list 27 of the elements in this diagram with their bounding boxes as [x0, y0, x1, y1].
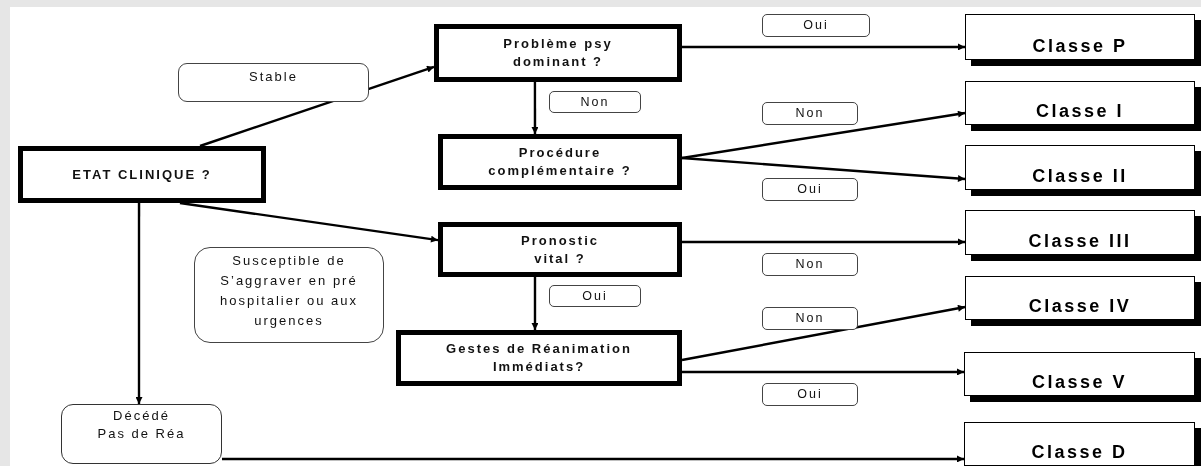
edge-label: Oui: [762, 14, 870, 37]
edge-label: Non: [762, 253, 858, 276]
edge-label: Stable: [178, 63, 369, 102]
arrow: [531, 82, 539, 134]
edge-label: Susceptible de S’aggraver en pré hospitalier ou aux urgences: [194, 247, 384, 343]
decision-box: Pronostic vital ?: [438, 222, 682, 277]
arrow: [681, 110, 966, 160]
terminal-box: Décédé Pas de Réa: [61, 404, 222, 464]
arrow: [681, 156, 966, 182]
decision-box: Gestes de Réanimation Immédiats?: [396, 330, 682, 386]
decision-box: Problème psy dominant ?: [434, 24, 682, 82]
edge-label: Non: [762, 307, 858, 330]
arrow: [531, 277, 539, 330]
arrow: [222, 455, 964, 463]
edge-label: Oui: [762, 383, 858, 406]
arrow: [682, 43, 965, 51]
decision-box: Procédure complémentaire ?: [438, 134, 682, 190]
edge-label: Non: [549, 91, 641, 113]
arrow: [135, 203, 143, 404]
edge-label: Oui: [762, 178, 858, 201]
arrow: [681, 304, 966, 362]
arrow: [682, 368, 964, 376]
arrow: [179, 201, 439, 243]
edge-label: Non: [762, 102, 858, 125]
decision-box: ETAT CLINIQUE ?: [18, 146, 266, 203]
arrow: [682, 238, 965, 246]
edge-label: Oui: [549, 285, 641, 307]
